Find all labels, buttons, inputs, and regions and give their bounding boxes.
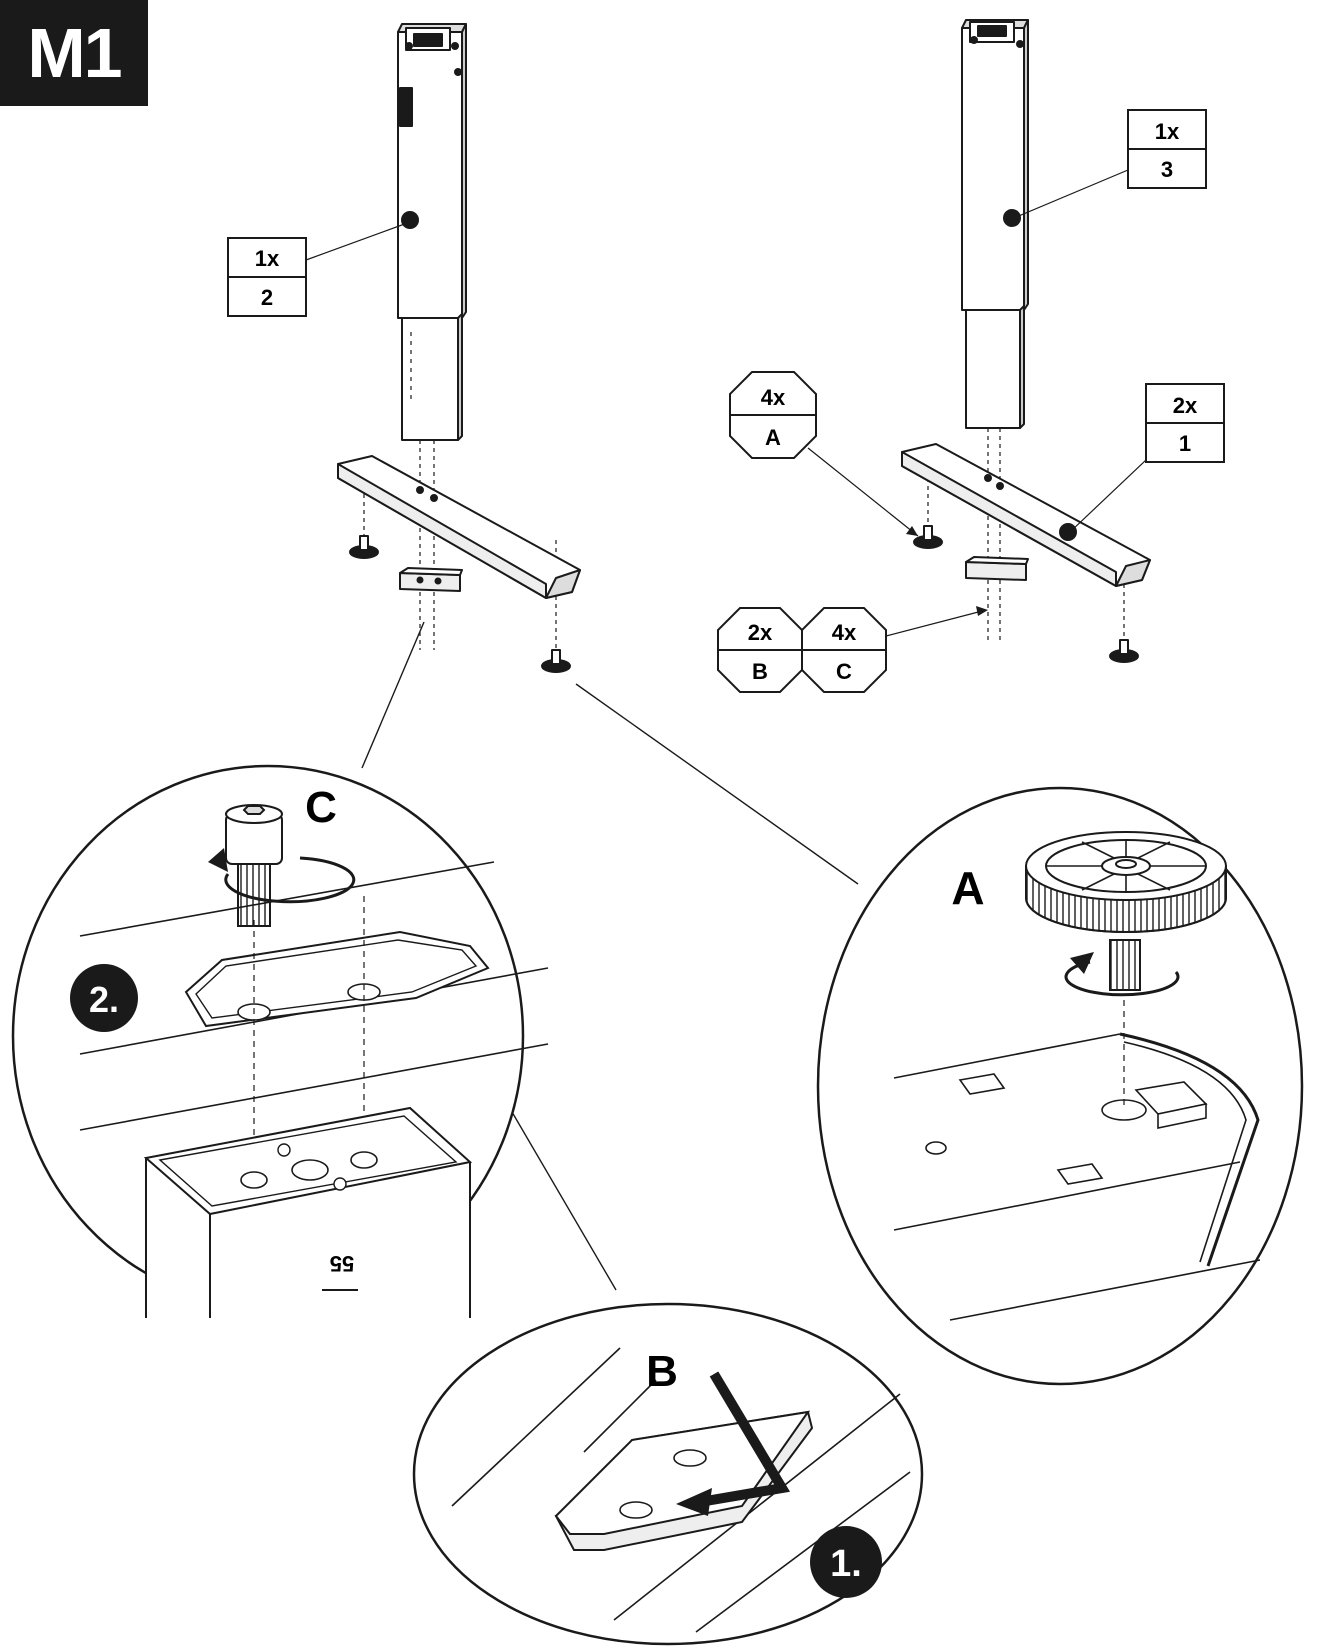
glide-A-qty: 4x <box>761 385 786 410</box>
right-leg-ref: 3 <box>1161 157 1173 182</box>
left-leg-qty: 1x <box>255 246 280 271</box>
left-leg-label: 1x 2 <box>227 221 411 317</box>
screw-label: C <box>305 783 337 832</box>
left-leg-assembly <box>337 23 581 673</box>
right-leg-label: 1x 3 <box>1013 109 1207 219</box>
left-leg-marker <box>401 211 419 229</box>
plate-screw-label: 2x B 4x C <box>717 606 988 693</box>
left-leg-ref: 2 <box>261 285 273 310</box>
detail-glide-A: A <box>816 786 1304 1386</box>
glide-A-ref: A <box>765 425 781 450</box>
right-foot-marker <box>1059 523 1077 541</box>
right-foot-qty: 2x <box>1173 393 1198 418</box>
right-leg-assembly <box>901 19 1151 663</box>
glide-A-label: 4x A <box>729 371 919 537</box>
detail-screw-C: 55 C 2. <box>11 764 549 1318</box>
screw-C-ref: C <box>836 659 852 684</box>
screw-icon <box>225 804 283 927</box>
leg-marking: 55 <box>330 1251 354 1276</box>
right-foot-label: 2x 1 <box>1069 383 1225 533</box>
order-second: 2. <box>89 979 119 1020</box>
screw-C-qty: 4x <box>832 620 857 645</box>
detail-plate-B: B 1. <box>412 1302 924 1646</box>
leveling-knob-icon <box>1025 831 1227 991</box>
right-leg-qty: 1x <box>1155 119 1180 144</box>
glide-label: A <box>951 862 984 914</box>
plate-label: B <box>646 1347 678 1396</box>
step-badge: M1 <box>0 0 148 106</box>
right-leg-marker <box>1003 209 1021 227</box>
order-first: 1. <box>830 1543 862 1585</box>
plate-B-qty: 2x <box>748 620 773 645</box>
plate-B-ref: B <box>752 659 768 684</box>
right-foot-ref: 1 <box>1179 431 1191 456</box>
